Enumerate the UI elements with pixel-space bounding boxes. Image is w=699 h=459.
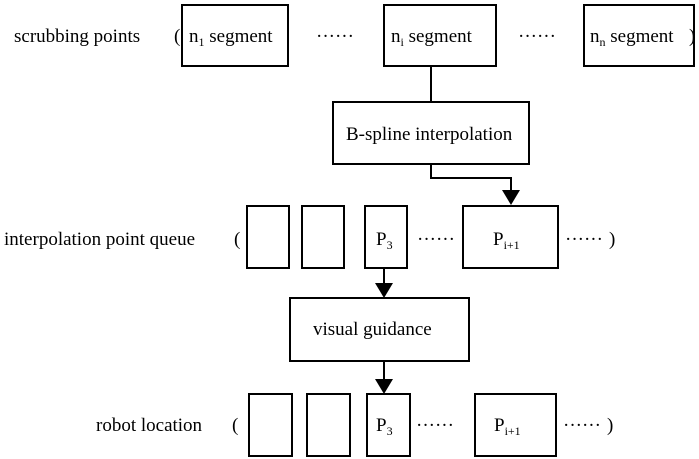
- robot-p3-sub: 3: [387, 424, 393, 438]
- robot-close-paren: ): [607, 415, 613, 436]
- segment-1-sub: 1: [199, 35, 205, 49]
- robot-slot-p3: [366, 393, 411, 457]
- segment-i-main: n: [391, 26, 401, 47]
- scrubbing-dots-1: ······: [316, 26, 354, 47]
- segment-n-main: n: [590, 26, 600, 47]
- queue-dots-1: ······: [417, 229, 455, 250]
- visual-guidance-label: visual guidance: [313, 319, 432, 340]
- segment-1-box: [181, 4, 289, 67]
- segment-i-label: ni segment: [391, 26, 473, 49]
- segment-i-box: [383, 4, 497, 67]
- robot-pi-label: Pi+1: [494, 415, 521, 438]
- arrowhead-queue-to-visual: [375, 283, 393, 298]
- segment-1-main: n: [189, 26, 199, 47]
- segment-n-label: nn segment: [590, 26, 674, 49]
- queue-slot-pi: [462, 205, 559, 269]
- robot-slot-2: [306, 393, 351, 457]
- queue-pi-main: P: [493, 229, 504, 250]
- robot-p3-label: P3: [376, 415, 393, 438]
- segment-1-label: n1 segment: [189, 26, 273, 49]
- segment-n-sub: n: [600, 35, 606, 49]
- queue-p3-label: P3: [376, 229, 393, 252]
- queue-slot-1: [246, 205, 290, 269]
- interpolation-point-queue-label: interpolation point queue: [4, 229, 195, 250]
- robot-dots-1: ······: [416, 415, 454, 436]
- queue-pi-sub: i+1: [504, 238, 520, 252]
- arrowhead-visual-to-robot: [375, 379, 393, 394]
- robot-p3-main: P: [376, 415, 387, 436]
- robot-dots-2: ······: [563, 415, 601, 436]
- robot-slot-1: [248, 393, 293, 457]
- bspline-interpolation-label: B-spline interpolation: [346, 124, 513, 145]
- segment-i-suffix: segment: [404, 26, 473, 47]
- queue-close-paren: ): [609, 229, 615, 250]
- queue-p3-sub: 3: [387, 238, 393, 252]
- queue-pi-label: Pi+1: [493, 229, 520, 252]
- queue-dots-2: ······: [565, 229, 603, 250]
- queue-p3-main: P: [376, 229, 387, 250]
- segment-i-sub: i: [401, 35, 405, 49]
- robot-location-label: robot location: [96, 415, 203, 436]
- visual-guidance-box: [289, 297, 470, 362]
- segment-n-suffix: segment: [606, 26, 675, 47]
- robot-pi-sub: i+1: [505, 424, 521, 438]
- scrubbing-open-paren: (: [174, 26, 180, 47]
- robot-open-paren: (: [232, 415, 238, 436]
- scrubbing-dots-2: ······: [518, 26, 556, 47]
- robot-slot-pi: [474, 393, 557, 457]
- queue-slot-p3: [364, 205, 408, 269]
- scrubbing-points-label: scrubbing points: [14, 26, 140, 47]
- segment-n-box: [583, 4, 695, 67]
- queue-slot-2: [301, 205, 345, 269]
- robot-pi-main: P: [494, 415, 505, 436]
- connector-bspline-to-queue: [430, 164, 512, 192]
- scrubbing-close-paren: ): [689, 26, 695, 47]
- bspline-interpolation-box: [332, 101, 530, 165]
- segment-1-suffix: segment: [205, 26, 274, 47]
- queue-open-paren: (: [234, 229, 240, 250]
- arrowhead-bspline-to-queue: [502, 190, 520, 205]
